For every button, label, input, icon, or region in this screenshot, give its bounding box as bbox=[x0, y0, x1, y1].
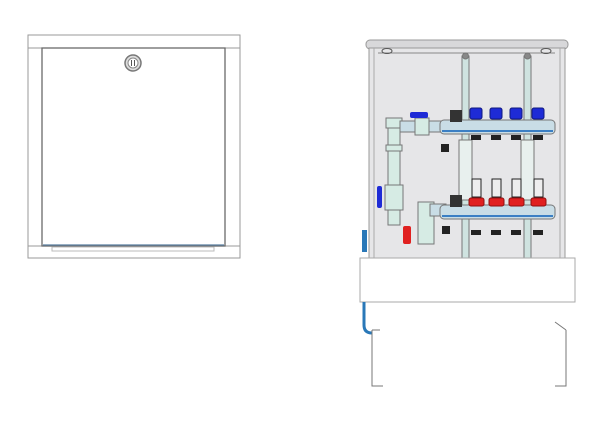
blue-valve-caps bbox=[469, 107, 545, 120]
flow-meter[interactable] bbox=[491, 178, 502, 198]
mounting-clip-icon bbox=[381, 48, 552, 54]
flow-meter[interactable] bbox=[533, 178, 544, 198]
open-cabinet bbox=[359, 39, 576, 387]
level-indicator bbox=[362, 230, 367, 252]
flow-meter[interactable] bbox=[471, 178, 482, 198]
closed-cabinet bbox=[27, 34, 241, 259]
cabinet-door[interactable] bbox=[41, 47, 226, 247]
mounting-legs bbox=[371, 321, 567, 387]
flow-meters bbox=[471, 178, 544, 198]
door-hinge-bar bbox=[51, 246, 215, 252]
ball-valve-handle-blue[interactable] bbox=[410, 112, 428, 118]
return-manifold bbox=[439, 178, 556, 235]
side-bracket-accent bbox=[362, 302, 373, 335]
ball-valve-handle-blue-lower[interactable] bbox=[377, 186, 382, 208]
drain-valve-icon bbox=[441, 144, 449, 152]
vertical-pipes bbox=[458, 52, 535, 259]
valve-cap[interactable] bbox=[489, 107, 503, 120]
ball-valve-handle-red[interactable] bbox=[403, 226, 411, 244]
valve-cap[interactable] bbox=[531, 107, 545, 120]
supply-manifold bbox=[439, 107, 556, 152]
flow-meter[interactable] bbox=[511, 178, 522, 198]
air-vent-icon bbox=[450, 195, 462, 207]
door-lock-icon[interactable] bbox=[124, 54, 142, 72]
drain-valve-icon bbox=[442, 226, 450, 234]
valve-cap[interactable] bbox=[509, 107, 523, 120]
valve-cap[interactable] bbox=[469, 107, 483, 120]
air-vent-icon bbox=[450, 110, 462, 122]
supply-riser-pipe bbox=[384, 117, 447, 245]
front-cover-panel bbox=[359, 257, 576, 303]
